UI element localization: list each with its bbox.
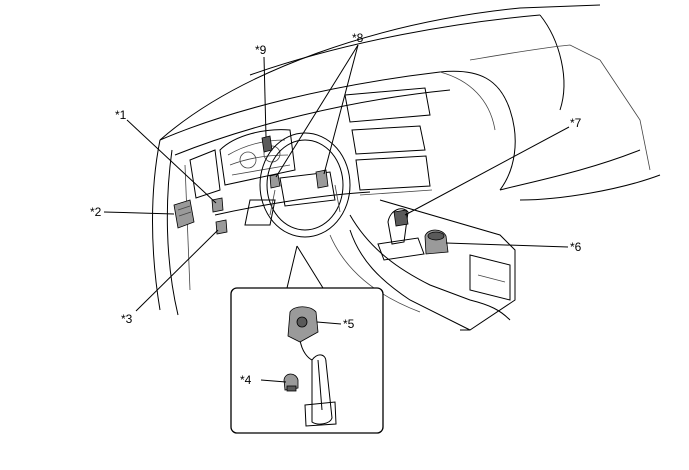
part-1 [211, 197, 224, 213]
part-3 [215, 219, 228, 235]
steering-wheel [244, 132, 351, 238]
instrument-cluster [219, 129, 296, 186]
part-8a [269, 173, 281, 189]
callout-leaders [103, 44, 570, 383]
part-7 [393, 209, 409, 227]
callout-1: *1 [115, 108, 127, 122]
callout-2: *2 [90, 205, 102, 219]
shift-lever [377, 208, 425, 261]
callout-7: *7 [570, 116, 582, 130]
pedal-inset [230, 287, 384, 434]
callout-3: *3 [121, 312, 133, 326]
callout-6: *6 [570, 240, 582, 254]
parts [173, 135, 449, 255]
part-8b [315, 169, 329, 189]
callout-labels: *1 *2 *3 *4 *5 *6 *7 *8 *9 [90, 31, 582, 387]
callout-8: *8 [352, 31, 364, 45]
dashboard-outline [152, 4, 661, 331]
callout-4: *4 [240, 373, 252, 387]
callout-9: *9 [255, 43, 267, 57]
callout-5: *5 [343, 317, 355, 331]
inset-pointer [286, 245, 324, 289]
part-9 [261, 135, 273, 153]
